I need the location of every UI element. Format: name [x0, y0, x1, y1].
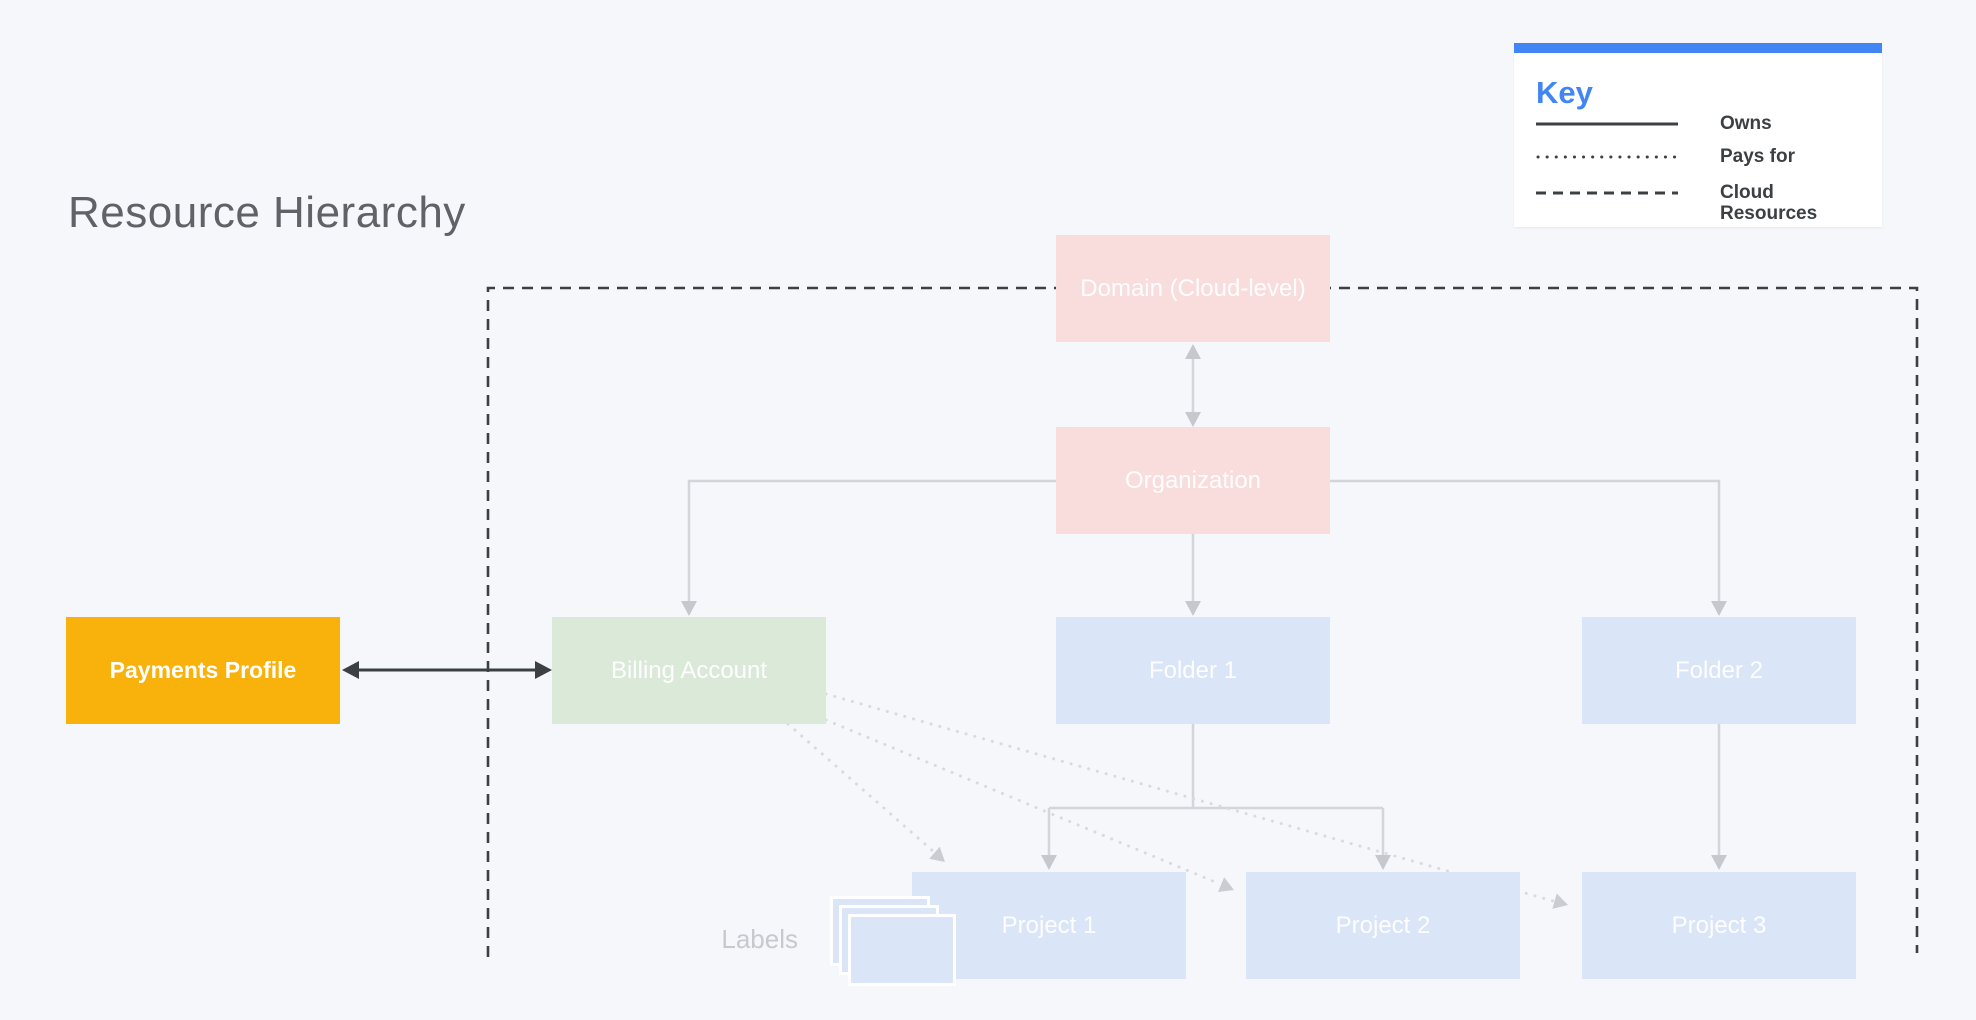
- node-project-3: Project 3: [1582, 872, 1856, 979]
- node-domain: Domain (Cloud-level): [1056, 235, 1330, 342]
- node-domain-label: Domain (Cloud-level): [1080, 274, 1306, 302]
- arrowhead-right-billing: [535, 661, 552, 679]
- pays-arrowhead-project3: [1552, 893, 1568, 909]
- arrowhead-down-folder2: [1711, 601, 1727, 616]
- arrowhead-left-payments: [342, 661, 359, 679]
- billing-pays-project1-line: [786, 722, 936, 854]
- arrowhead-down-project3: [1711, 855, 1727, 870]
- org-to-folder2-line: [1330, 479, 1721, 604]
- labels-stack-icon: [830, 896, 960, 988]
- page-title: Resource Hierarchy: [68, 188, 466, 237]
- legend-label-cloud-resources: Cloud Resources: [1720, 182, 1818, 224]
- labels-card-front: [848, 914, 956, 986]
- legend-accent-bar: [1514, 43, 1882, 53]
- billing-pays-project2-line: [824, 718, 1222, 886]
- node-project-3-label: Project 3: [1671, 911, 1767, 939]
- arrowhead-down-project2: [1375, 855, 1391, 870]
- arrowhead-down-billing: [681, 601, 697, 616]
- legend-label-owns: Owns: [1720, 113, 1772, 134]
- folder1-to-projects-line: [1047, 724, 1385, 858]
- billing-pays-project3-line: [824, 692, 1555, 903]
- node-folder-1-label: Folder 1: [1148, 656, 1238, 684]
- pays-for-arrowheads: [929, 846, 1568, 909]
- node-billing-account: Billing Account: [552, 617, 826, 724]
- org-to-billing-line: [687, 479, 1056, 604]
- labels-caption: Labels: [721, 924, 798, 954]
- legend-label-pays-for: Pays for: [1720, 146, 1795, 167]
- node-folder-2: Folder 2: [1582, 617, 1856, 724]
- legend-dashed-line-sample: [1536, 191, 1678, 195]
- node-billing-account-label: Billing Account: [610, 656, 768, 684]
- arrowhead-down-organization: [1185, 412, 1201, 427]
- arrowhead-down-project1: [1041, 855, 1057, 870]
- node-payments-profile: Payments Profile: [66, 617, 340, 724]
- node-project-2: Project 2: [1246, 872, 1520, 979]
- node-payments-profile-label: Payments Profile: [109, 657, 297, 683]
- node-organization-label: Organization: [1124, 466, 1262, 494]
- pays-arrowhead-project1: [929, 846, 945, 862]
- pays-arrowhead-project2: [1218, 877, 1234, 893]
- legend-solid-line-sample: [1536, 122, 1678, 126]
- node-folder-2-label: Folder 2: [1674, 656, 1764, 684]
- legend-title: Key: [1536, 75, 1593, 110]
- arrowhead-down-folder1: [1185, 601, 1201, 616]
- node-project-1-label: Project 1: [1001, 911, 1097, 939]
- node-folder-1: Folder 1: [1056, 617, 1330, 724]
- owns-arrowheads: [681, 344, 1727, 870]
- node-organization: Organization: [1056, 427, 1330, 534]
- node-project-2-label: Project 2: [1335, 911, 1431, 939]
- legend-dotted-line-sample: [1536, 155, 1678, 159]
- payments-billing-double-arrow: [342, 661, 552, 679]
- arrowhead-up-domain: [1185, 344, 1201, 359]
- legend-card: Key Owns Pays for Cloud Resources: [1514, 43, 1882, 227]
- owns-connectors: [687, 356, 1721, 858]
- pays-for-connectors: [786, 692, 1555, 903]
- node-project-1: Project 1: [912, 872, 1186, 979]
